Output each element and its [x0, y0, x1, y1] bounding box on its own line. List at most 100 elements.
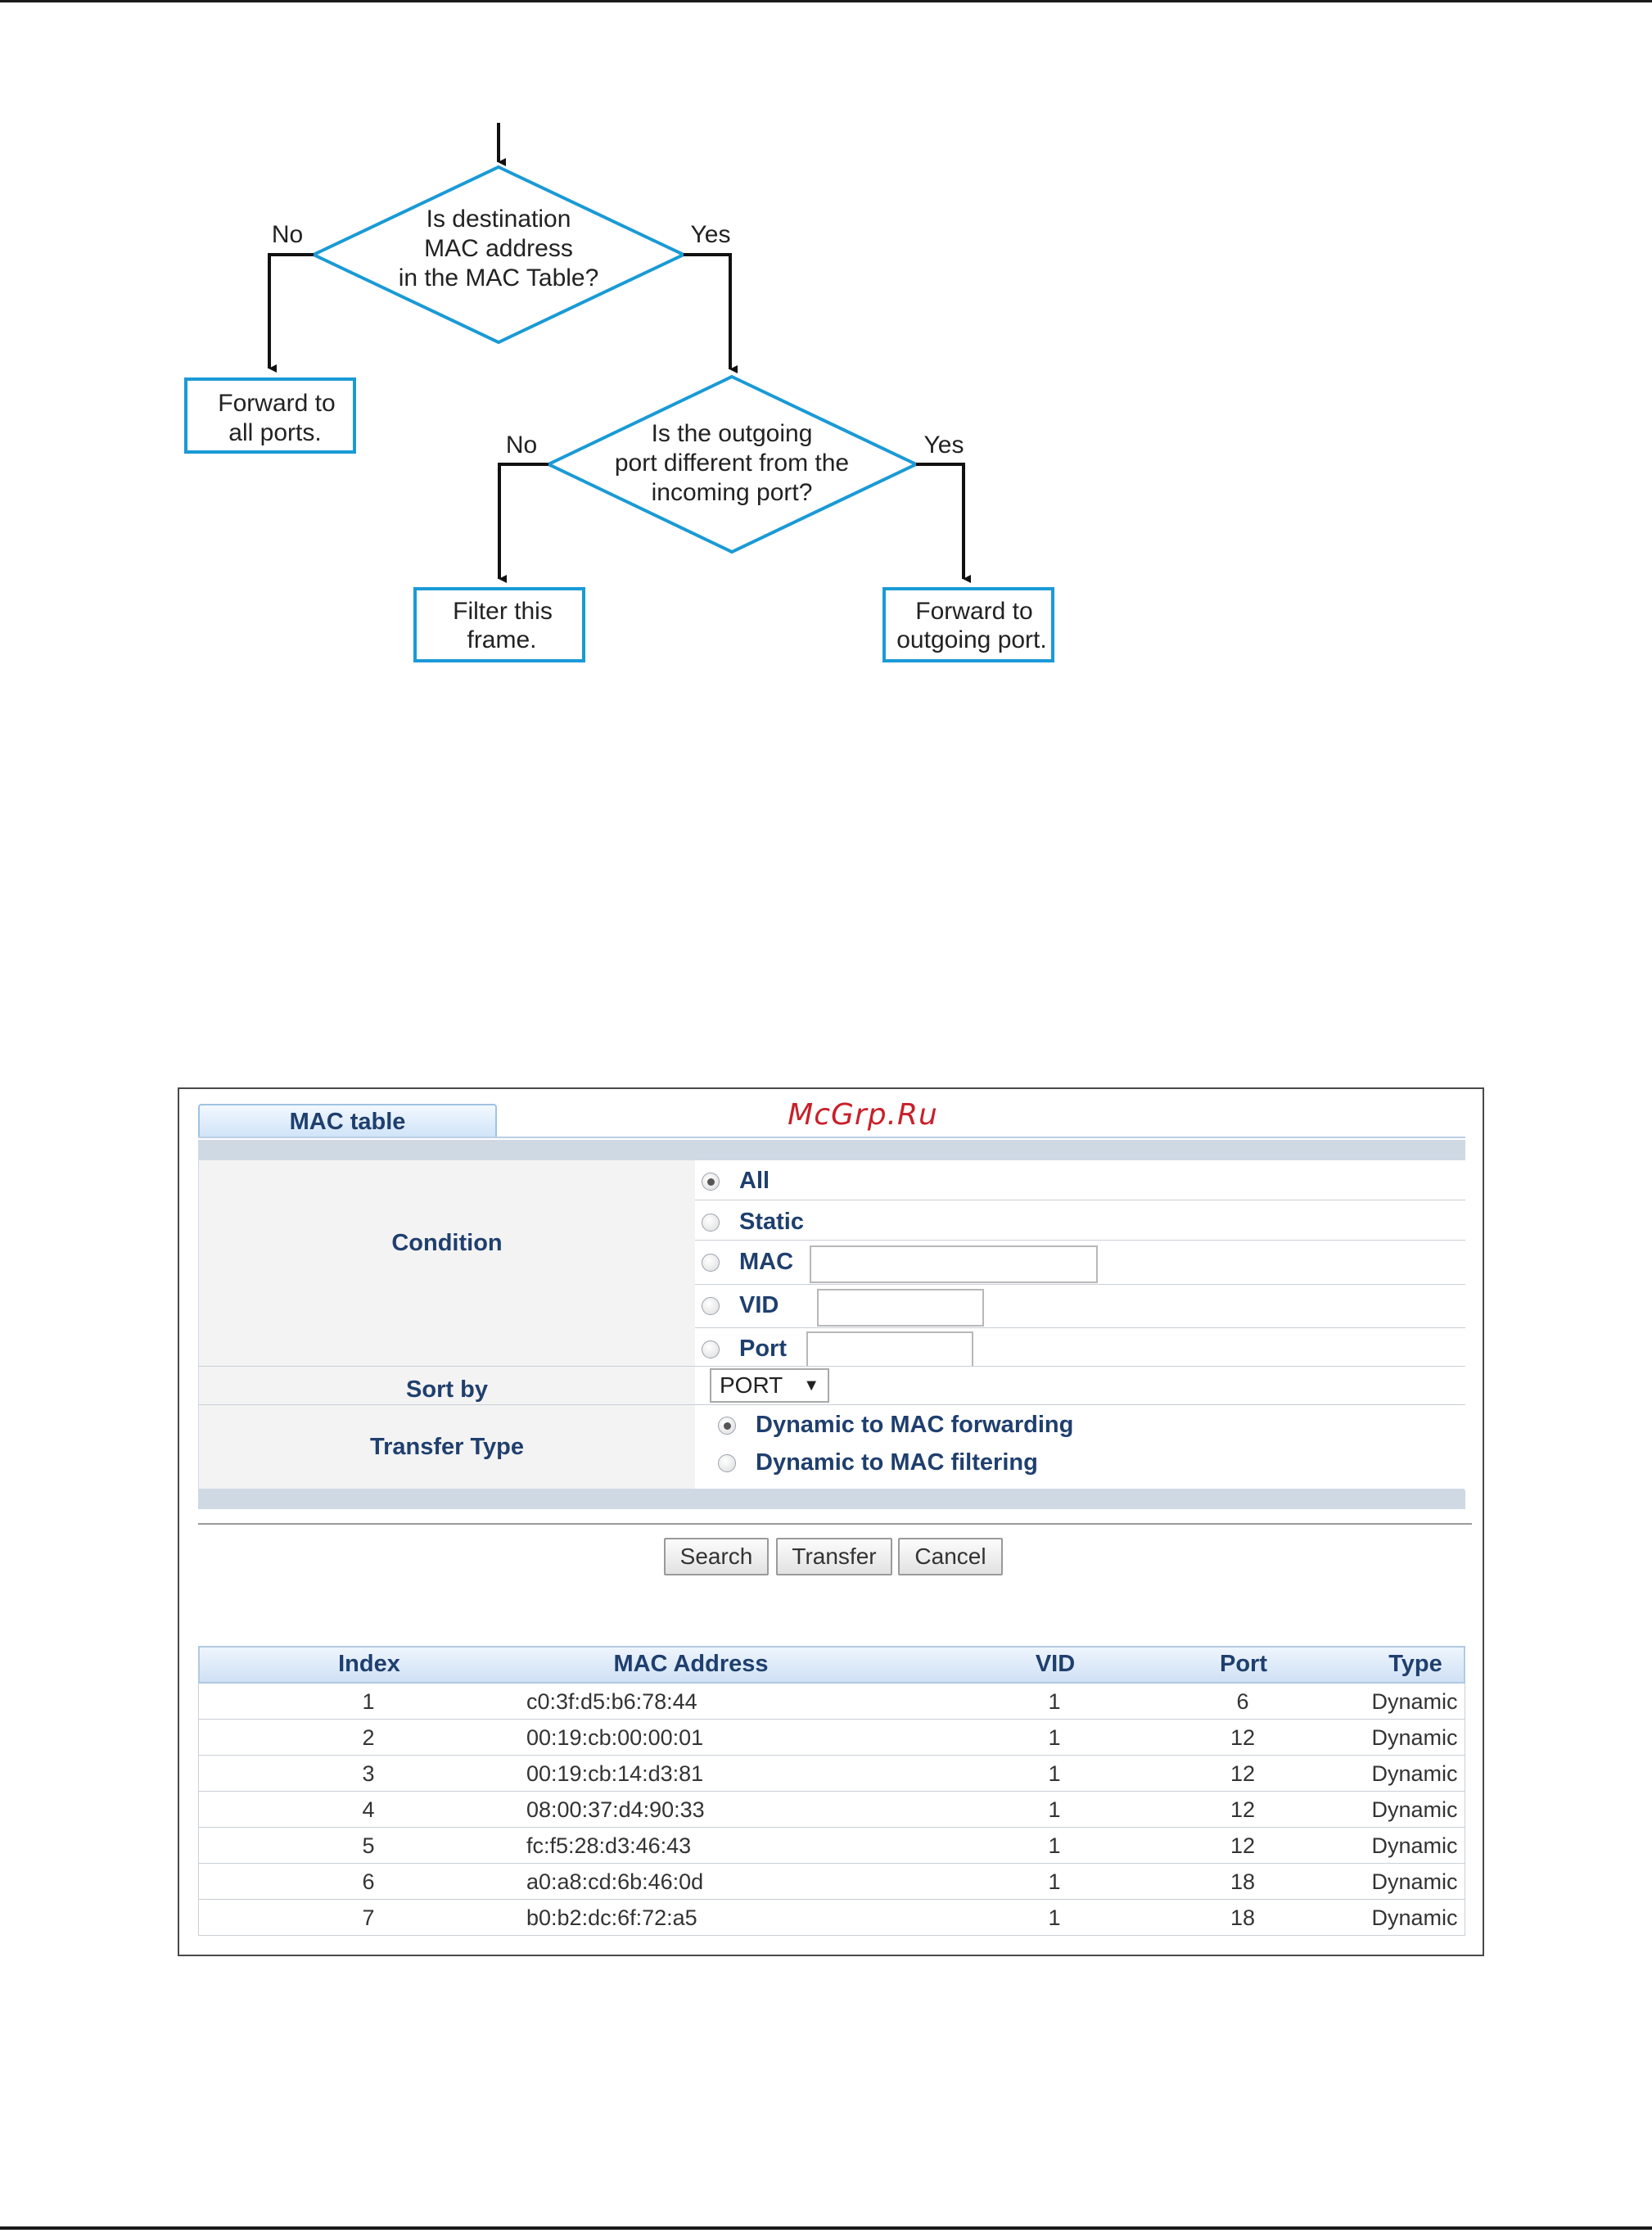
port-input[interactable] [806, 1331, 973, 1369]
search-button[interactable]: Search [664, 1538, 769, 1575]
radio-mac[interactable] [702, 1253, 720, 1272]
decision-2-line-2: port different from the [615, 450, 849, 477]
form-divider [198, 1523, 1472, 1525]
cell-index: 7 [362, 1905, 375, 1930]
decision-1-no-label: No [272, 221, 303, 248]
mac-input[interactable] [810, 1245, 1098, 1283]
condition-option-port[interactable]: Port [702, 1336, 787, 1363]
table-row: 6 a0:a8:cd:6b:46:0d 1 18 Dynamic [198, 1864, 1465, 1900]
table-row: 3 00:19:cb:14:d3:81 1 12 Dynamic [198, 1756, 1465, 1792]
cell-port: 6 [1236, 1689, 1249, 1714]
condition-option-port-label: Port [739, 1336, 787, 1362]
yes-connector-1 [684, 253, 738, 373]
transfer-type-label: Transfer Type [369, 1434, 525, 1460]
table-row: 7 b0:b2:dc:6f:72:a5 1 18 Dynamic [198, 1900, 1465, 1936]
transfer-type-options: Dynamic to MAC forwarding Dynamic to MAC… [695, 1405, 1465, 1490]
cell-type: Dynamic [1371, 1869, 1458, 1894]
decision-1-line-2: MAC address [424, 235, 573, 262]
cell-mac-address: b0:b2:dc:6f:72:a5 [526, 1905, 697, 1930]
decision-1-diamond [309, 165, 688, 345]
radio-forwarding[interactable] [718, 1416, 736, 1435]
cell-port: 12 [1230, 1761, 1256, 1786]
cell-mac-address: 08:00:37:d4:90:33 [526, 1797, 705, 1822]
column-header-mac-address: MAC Address [613, 1651, 769, 1677]
watermark: McGrp.Ru [788, 1098, 938, 1132]
cancel-button[interactable]: Cancel [898, 1538, 1003, 1575]
table-header: Index MAC Address VID Port Type [198, 1646, 1465, 1684]
cell-index: 1 [362, 1689, 375, 1714]
transfer-button[interactable]: Transfer [776, 1538, 892, 1575]
radio-port[interactable] [702, 1340, 720, 1358]
search-form: Condition All Static MAC VID [198, 1140, 1465, 1509]
transfer-option-forwarding-label: Dynamic to MAC forwarding [756, 1412, 1074, 1438]
mac-forwarding-flowchart: Is destination MAC address in the MAC Ta… [184, 123, 1054, 662]
top-rule [0, 0, 1652, 2]
transfer-option-filtering[interactable]: Dynamic to MAC filtering [718, 1449, 1038, 1476]
mac-address-table: Index MAC Address VID Port Type 1 c0:3f:… [198, 1646, 1465, 1936]
cell-type: Dynamic [1371, 1689, 1458, 1714]
row-divider [695, 1284, 1465, 1285]
cell-index: 4 [362, 1797, 375, 1822]
radio-vid[interactable] [702, 1296, 720, 1315]
cell-mac-address: a0:a8:cd:6b:46:0d [526, 1869, 704, 1894]
filter-frame-line-2: frame. [467, 626, 536, 653]
cell-index: 6 [362, 1869, 375, 1894]
decision-2-no-label: No [506, 432, 537, 459]
filter-frame-line-1: Filter this [453, 598, 553, 625]
cell-vid: 1 [1048, 1905, 1061, 1930]
decision-2-line-1: Is the outgoing [652, 420, 813, 447]
tab-mac-table[interactable]: MAC table [198, 1104, 497, 1138]
cell-vid: 1 [1048, 1725, 1061, 1750]
radio-all[interactable] [702, 1172, 720, 1191]
sort-by-select[interactable]: PORT ▼ [710, 1368, 829, 1403]
cell-vid: 1 [1048, 1761, 1061, 1786]
mac-table-panel: MAC table McGrp.Ru Condition All Static … [178, 1087, 1484, 1956]
forward-all-line-1: Forward to [218, 390, 335, 417]
condition-option-mac[interactable]: MAC [702, 1249, 793, 1276]
cell-mac-address: fc:f5:28:d3:46:43 [526, 1833, 692, 1858]
table-row: 2 00:19:cb:00:00:01 1 12 Dynamic [198, 1720, 1465, 1756]
condition-option-vid[interactable]: VID [702, 1292, 779, 1319]
yes-connector-2 [916, 463, 971, 583]
condition-options: All Static MAC VID Port [695, 1160, 1465, 1369]
column-header-index: Index [338, 1651, 400, 1677]
condition-option-all-label: All [739, 1168, 770, 1194]
cell-type: Dynamic [1371, 1725, 1458, 1750]
forward-outgoing-line-1: Forward to [915, 598, 1032, 625]
vid-input[interactable] [817, 1289, 984, 1327]
sort-by-value: PORT [720, 1372, 783, 1398]
table-row: 5 fc:f5:28:d3:46:43 1 12 Dynamic [198, 1828, 1465, 1864]
cell-port: 18 [1230, 1869, 1256, 1894]
decision-2-line-3: incoming port? [652, 479, 813, 506]
filter-frame-box [413, 587, 585, 662]
cell-type: Dynamic [1371, 1833, 1458, 1858]
cell-vid: 1 [1048, 1689, 1061, 1714]
cell-vid: 1 [1048, 1797, 1061, 1822]
radio-filtering[interactable] [718, 1453, 736, 1472]
cell-port: 12 [1230, 1725, 1256, 1750]
cell-index: 2 [362, 1725, 375, 1750]
transfer-option-filtering-label: Dynamic to MAC filtering [756, 1449, 1038, 1476]
transfer-option-forwarding[interactable]: Dynamic to MAC forwarding [718, 1412, 1073, 1439]
row-divider [695, 1327, 1465, 1328]
column-header-port: Port [1220, 1651, 1267, 1677]
cell-port: 12 [1230, 1833, 1256, 1858]
condition-option-vid-label: VID [739, 1292, 779, 1318]
forward-outgoing-line-2: outgoing port. [896, 626, 1046, 653]
condition-option-static-label: Static [739, 1209, 804, 1235]
cell-vid: 1 [1048, 1833, 1061, 1858]
no-connector-1 [268, 253, 314, 373]
section-divider [199, 1404, 1465, 1405]
bottom-rule [0, 2226, 1652, 2230]
condition-option-static[interactable]: Static [702, 1209, 804, 1236]
cell-type: Dynamic [1371, 1905, 1458, 1930]
radio-static[interactable] [702, 1213, 720, 1232]
chevron-down-icon: ▼ [803, 1376, 819, 1394]
cell-mac-address: 00:19:cb:14:d3:81 [526, 1761, 704, 1786]
cell-mac-address: c0:3f:d5:b6:78:44 [526, 1689, 697, 1714]
cell-type: Dynamic [1371, 1761, 1458, 1786]
column-header-vid: VID [1035, 1651, 1076, 1677]
condition-option-all[interactable]: All [702, 1168, 770, 1195]
table-row: 4 08:00:37:d4:90:33 1 12 Dynamic [198, 1792, 1465, 1828]
sort-by-cell: PORT ▼ [695, 1367, 1465, 1404]
